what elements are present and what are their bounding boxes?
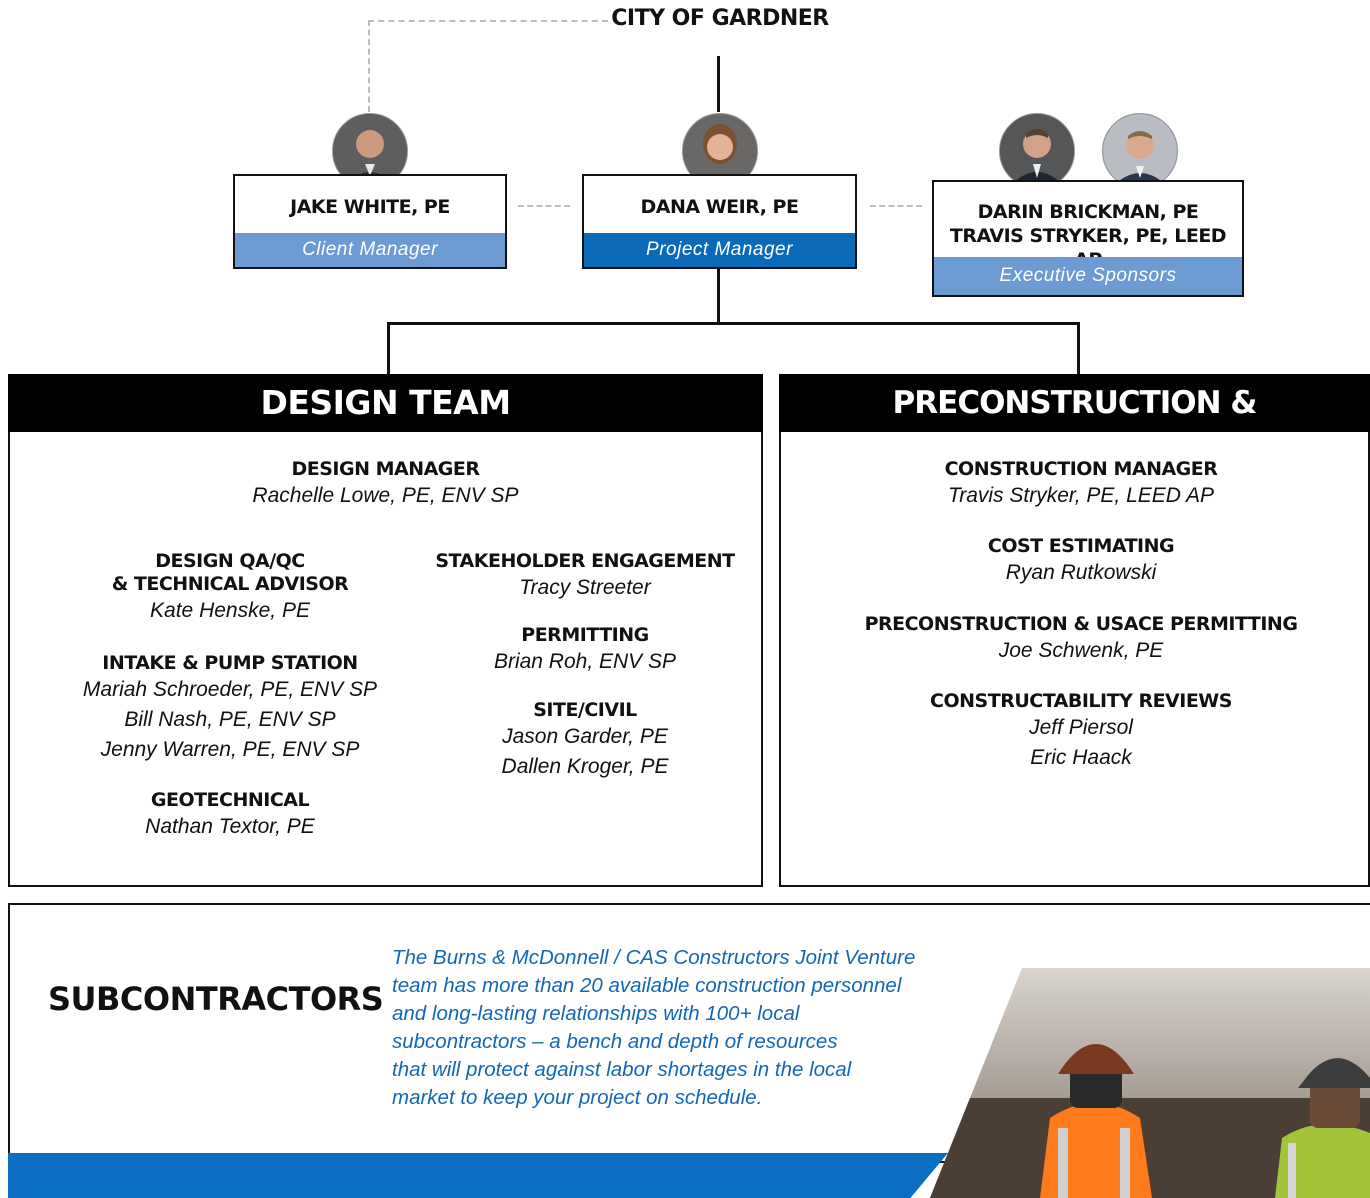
executive-sponsors-card: DARIN BRICKMAN, PE TRAVIS STRYKER, PE, L… <box>932 180 1244 297</box>
sitecivil-section: SITE/CIVIL Jason Garder, PE Dallen Kroge… <box>425 699 745 782</box>
person: Nathan Textor, PE <box>145 815 315 838</box>
section-title: STAKEHOLDER ENGAGEMENT <box>435 550 735 572</box>
person: Dallen Kroger, PE <box>501 755 669 778</box>
text-line: market to keep your project on schedule. <box>392 1086 763 1109</box>
subcontractors-text: The Burns & McDonnell / CAS Constructors… <box>392 944 1012 1112</box>
project-manager-name: DANA WEIR, PE <box>640 196 799 218</box>
stakeholder-section: STAKEHOLDER ENGAGEMENT Tracy Streeter <box>425 550 745 603</box>
section-title: PERMITTING <box>521 624 649 646</box>
dashed-connector-left <box>368 20 370 112</box>
person: Jason Garder, PE <box>502 725 668 748</box>
person: Travis Stryker, PE, LEED AP <box>947 484 1215 507</box>
section-title: COST ESTIMATING <box>987 535 1175 557</box>
design-team-panel <box>8 374 763 887</box>
text-line: The Burns & McDonnell / CAS Constructors… <box>392 946 916 969</box>
person: Jeff Piersol <box>1029 716 1133 739</box>
design-team-title: DESIGN TEAM <box>260 383 511 422</box>
person: Eric Haack <box>1030 746 1132 769</box>
project-manager-card: DANA WEIR, PE Project Manager <box>582 174 857 269</box>
person: Brian Roh, ENV SP <box>493 650 677 673</box>
geotech-section: GEOTECHNICAL Nathan Textor, PE <box>60 789 400 842</box>
section-title: CONSTRUCTION MANAGER <box>944 458 1218 480</box>
cost-estimating-section: COST ESTIMATING Ryan Rutkowski <box>779 535 1370 588</box>
section-title: DESIGN QA/QC <box>155 550 305 572</box>
construction-title: PRECONSTRUCTION & CONSTRUCTION <box>892 385 1258 479</box>
avatar-darin-brickman <box>999 113 1075 189</box>
subcontractors-title: SUBCONTRACTORS <box>48 980 384 1018</box>
text-line: team has more than 20 available construc… <box>392 974 902 997</box>
section-title: GEOTECHNICAL <box>150 789 310 811</box>
qaqc-section: DESIGN QA/QC & TECHNICAL ADVISOR Kate He… <box>60 550 400 626</box>
connector-pm-down <box>717 268 720 324</box>
avatar-travis-stryker <box>1102 113 1178 189</box>
precon-section: PRECONSTRUCTION & USACE PERMITTING Joe S… <box>779 613 1370 666</box>
connector-right-down <box>1077 322 1080 374</box>
text-line: and long-lasting relationships with 100+… <box>392 1002 800 1025</box>
section-title: CONSTRUCTABILITY REVIEWS <box>930 690 1232 712</box>
dashed-connector-top <box>368 20 608 22</box>
connector-city-pm <box>717 56 720 112</box>
executive-role: Executive Sponsors <box>934 257 1242 295</box>
section-title: PRECONSTRUCTION & USACE PERMITTING <box>864 613 1298 635</box>
person: Jenny Warren, PE, ENV SP <box>100 738 360 761</box>
construction-header: PRECONSTRUCTION & CONSTRUCTION <box>779 374 1370 479</box>
dashed-link-2 <box>870 205 922 207</box>
person: Mariah Schroeder, PE, ENV SP <box>82 678 378 701</box>
connector-horizontal <box>387 322 1080 325</box>
section-title: SITE/CIVIL <box>533 699 637 721</box>
person: Joe Schwenk, PE <box>998 639 1164 662</box>
client-manager-card: JAKE WHITE, PE Client Manager <box>233 174 507 269</box>
intake-section: INTAKE & PUMP STATION Mariah Schroeder, … <box>40 652 420 765</box>
permitting-section: PERMITTING Brian Roh, ENV SP <box>425 624 745 677</box>
bottom-blue-bar <box>8 1153 948 1198</box>
dashed-link-1 <box>518 205 570 207</box>
person: Kate Henske, PE <box>150 599 310 622</box>
design-team-header: DESIGN TEAM <box>8 374 763 432</box>
design-manager-section: DESIGN MANAGER Rachelle Lowe, PE, ENV SP <box>8 458 763 511</box>
section-title-2: & TECHNICAL ADVISOR <box>111 573 349 595</box>
executive-name-1: DARIN BRICKMAN, PE <box>977 201 1199 223</box>
client-manager-name: JAKE WHITE, PE <box>290 196 450 218</box>
person: Ryan Rutkowski <box>1005 561 1157 584</box>
section-title: INTAKE & PUMP STATION <box>102 652 358 674</box>
person: Tracy Streeter <box>519 576 651 599</box>
project-manager-role: Project Manager <box>584 233 855 267</box>
reviews-section: CONSTRUCTABILITY REVIEWS Jeff Piersol Er… <box>779 690 1370 773</box>
section-title: DESIGN MANAGER <box>291 458 480 480</box>
client-manager-role: Client Manager <box>235 233 505 267</box>
person: Rachelle Lowe, PE, ENV SP <box>252 484 519 507</box>
person: Bill Nash, PE, ENV SP <box>124 708 336 731</box>
text-line: that will protect against labor shortage… <box>392 1058 852 1081</box>
connector-left-down <box>387 322 390 374</box>
text-line: subcontractors – a bench and depth of re… <box>392 1030 838 1053</box>
construction-manager-section: CONSTRUCTION MANAGER Travis Stryker, PE,… <box>779 458 1370 511</box>
construction-panel <box>779 374 1370 887</box>
client-title: CITY OF GARDNER <box>611 6 829 31</box>
